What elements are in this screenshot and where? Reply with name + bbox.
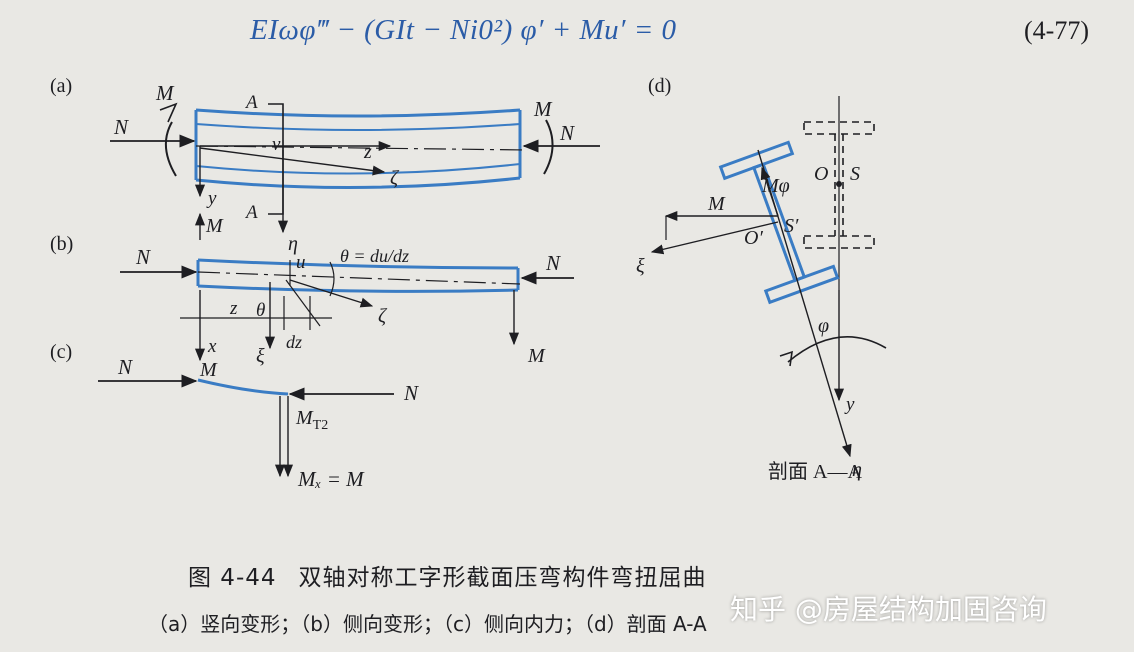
label-d-M: M [707, 193, 726, 215]
moment-a-left [165, 121, 177, 177]
section-rotated-b [285, 279, 321, 327]
beam-a-top-flange-inner [195, 123, 521, 131]
axis-b-zeta [289, 279, 374, 308]
label-b-M-right: M [527, 345, 546, 367]
label-a-zeta: ζ [390, 167, 400, 189]
panel-c: (c) N M N MT2 Mₓ = M [50, 341, 419, 491]
moment-a-left-arrow [159, 102, 178, 123]
beam-b-edge-top [197, 258, 519, 270]
label-b-theta-eq: θ = du/dz [340, 246, 409, 266]
point-O [836, 181, 842, 187]
label-c-MT2-main: M [295, 407, 314, 429]
label-b-zeta: ζ [378, 305, 388, 327]
panel-a-label: (a) [50, 75, 72, 97]
phi-arc [787, 336, 887, 363]
label-c-MT2-sub: T2 [313, 418, 329, 433]
label-d-phi: φ [818, 315, 829, 337]
panel-b: (b) M N N η u θ = du/dz z θ [50, 212, 574, 367]
label-b-u: u [296, 252, 306, 273]
label-c-N-left: N [117, 355, 133, 379]
label-d-y: y [844, 394, 855, 415]
panel-d-label: (d) [648, 75, 671, 97]
label-b-z: z [229, 298, 238, 319]
original-section-dashed [803, 121, 875, 249]
rotated-section [718, 140, 840, 305]
zhihu-watermark: 知乎 @房屋结构加固咨询 [730, 593, 1047, 626]
label-b-eta: η [288, 233, 298, 255]
label-b-theta: θ [256, 300, 265, 321]
label-c-N-right: N [403, 381, 419, 405]
figure-subcaption: （a）竖向变形；（b）侧向变形；（c）侧向内力；（d）剖面 A-A [148, 612, 707, 636]
panel-d: (d) O S Mφ M O′ S′ [636, 75, 887, 483]
label-a-M-left: M [155, 81, 175, 105]
label-d-xi: ξ [636, 255, 645, 277]
label-c-MT2: MT2 [295, 407, 328, 433]
beam-a-bottom-flange-inner [195, 163, 521, 175]
panel-b-label: (b) [50, 233, 73, 255]
beam-c-segment [197, 378, 289, 396]
label-d-O: O [814, 163, 828, 185]
beam-a-top-flange [195, 108, 521, 118]
label-b-N-left: N [135, 245, 151, 269]
beam-a-bottom-flange [195, 176, 521, 190]
label-d-eta: η [852, 459, 862, 481]
label-d-section: 剖面 A—A [768, 460, 862, 483]
figure-number: 图 4-44 [188, 565, 277, 591]
label-d-S: S [850, 163, 860, 185]
label-a-M-right: M [533, 97, 553, 121]
label-a-z: z [363, 141, 372, 163]
label-b-xi: ξ [256, 345, 265, 367]
beam-b-edge-bottom [197, 284, 519, 293]
phi-arc-arrow [779, 350, 793, 367]
equation-number: (4-77) [1024, 16, 1089, 45]
equation-4-77: EIωφ‴ − (GIt − Ni0²) φ′ + Mu′ = 0 [250, 14, 677, 46]
label-a-N-left: N [113, 115, 129, 139]
label-d-O-prime: O′ [744, 227, 763, 249]
label-b-x: x [207, 336, 217, 357]
label-b-N-right: N [545, 251, 561, 275]
label-c-Mx: Mₓ = M [297, 467, 365, 491]
label-b-M-left: M [205, 215, 224, 237]
axis-d-xi [650, 221, 779, 255]
moment-a-right [543, 119, 554, 175]
label-a-N-right: N [559, 121, 575, 145]
label-a-A-bottom: A [244, 202, 258, 223]
label-d-Mphi: Mφ [761, 175, 790, 197]
figure-caption: 图 4-44 双轴对称工字形截面压弯构件弯扭屈曲 [188, 558, 707, 592]
axis-d-eta [757, 149, 852, 458]
beam-b-centerline [197, 271, 521, 285]
label-a-A-top: A [244, 92, 258, 113]
panel-c-label: (c) [50, 341, 72, 363]
panel-a: (a) N N M M A A [50, 75, 600, 234]
label-c-M: M [199, 359, 218, 381]
label-a-v: v [272, 134, 281, 155]
label-a-y: y [206, 188, 217, 209]
label-d-S-prime: S′ [784, 215, 799, 237]
axis-a-zeta [199, 147, 386, 176]
figure-title: 双轴对称工字形截面压弯构件弯扭屈曲 [298, 565, 707, 591]
label-b-dz: dz [286, 332, 302, 352]
